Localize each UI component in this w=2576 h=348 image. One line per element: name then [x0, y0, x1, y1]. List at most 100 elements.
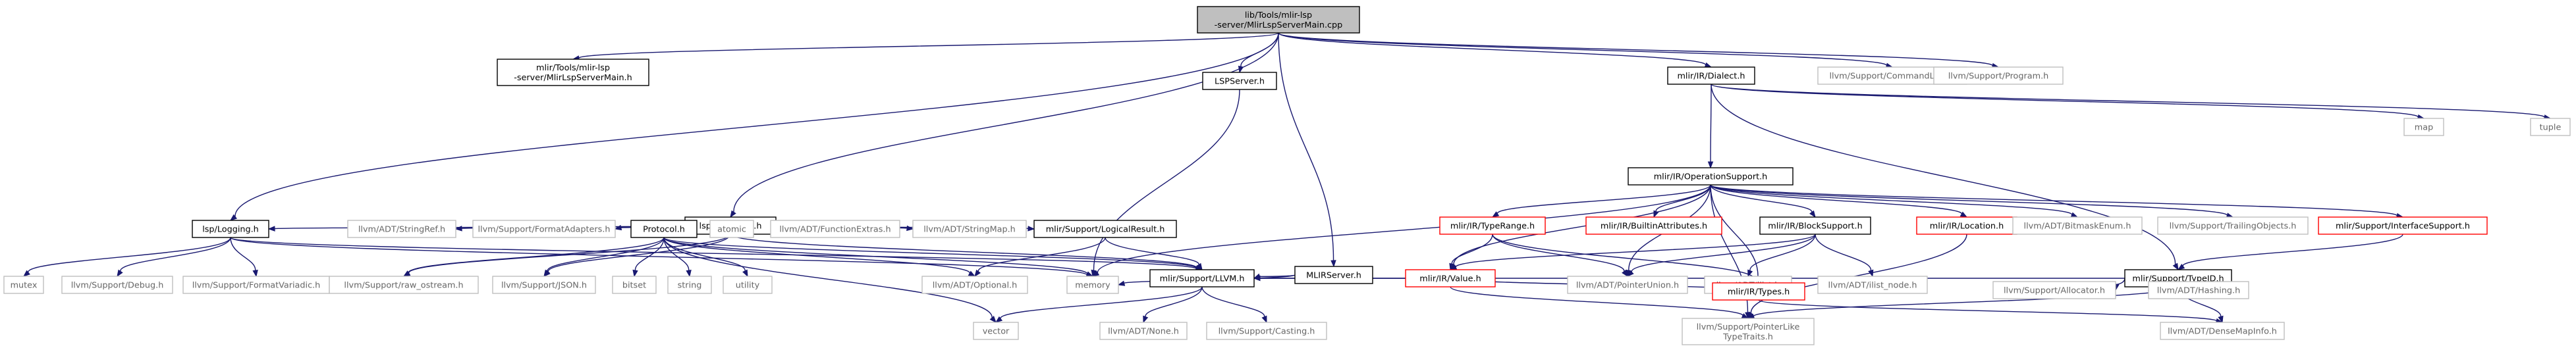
node-box: [61, 276, 173, 294]
node-utility: utility: [723, 276, 773, 294]
node-box: [1712, 282, 1805, 301]
node-label: mlir/IR/Dialect.h: [1677, 72, 1745, 82]
edge-root-to-program_h: [1278, 32, 2000, 69]
edge-transport_h-to-llvm_h: [730, 234, 1203, 270]
node-label: llvm/Support/Casting.h: [1219, 327, 1315, 337]
edge-root-to-mlsm_h: [572, 32, 1279, 61]
node-tuple: tuple: [2530, 118, 2571, 136]
node-box: [2157, 216, 2309, 235]
node-box: [1567, 276, 1688, 294]
node-box: [630, 220, 698, 238]
node-root[interactable]: lib/Tools/mlir-lsp-server/MlirLspServerM…: [1197, 6, 1360, 34]
node-stringref-h: llvm/ADT/StringRef.h: [347, 220, 456, 238]
edge-blocksupport_h-to-ilist_h: [1747, 234, 1816, 278]
node-logicalresult-h[interactable]: mlir/Support/LogicalResult.h: [1033, 220, 1177, 238]
node-box: [329, 276, 479, 294]
edge-opsupport_h-to-trailingobj_h: [1710, 184, 2234, 218]
edge-logging_h-to-mutex: [22, 237, 231, 277]
node-label: llvm/ADT/PointerUnion.h: [1576, 281, 1679, 291]
node-box: [612, 276, 657, 294]
node-vector: vector: [973, 322, 1019, 340]
node-label: llvm/ADT/StringMap.h: [923, 225, 1016, 235]
edge-llvm_h-to-casting_h: [1201, 286, 1267, 324]
node-label: tuple: [2540, 123, 2562, 133]
node-location-h[interactable]: mlir/IR/Location.h: [1916, 216, 2017, 235]
node-box: [2530, 118, 2571, 136]
node-logging-h[interactable]: lsp/Logging.h: [192, 220, 269, 238]
node-box: [1439, 216, 1546, 235]
node-box: [667, 276, 712, 294]
node-box: [2012, 216, 2143, 235]
node-value-h[interactable]: mlir/IR/Value.h: [1405, 269, 1496, 287]
node-label: map: [2415, 123, 2433, 133]
node-box: [1405, 269, 1496, 287]
node-string: string: [667, 276, 712, 294]
node-box: [182, 276, 330, 294]
node-label: llvm/ADT/Optional.h: [933, 281, 1017, 291]
node-mlsm-h[interactable]: mlir/Tools/mlir-lsp-server/MlirLspServer…: [497, 59, 649, 86]
edge-types_h-to-densemapinfo_h: [1758, 299, 2224, 324]
edge-protocol_h-to-rawostream_h: [402, 237, 665, 277]
node-label: llvm/ADT/BitmaskEnum.h: [2024, 222, 2131, 232]
node-ifacesupport-h[interactable]: mlir/Support/InterfaceSupport.h: [2318, 216, 2488, 235]
node-label: mlir/IR/Value.h: [1419, 274, 1481, 284]
node-label: mlir/IR/BuiltinAttributes.h: [1601, 222, 1707, 232]
node-typerange-h[interactable]: mlir/IR/TypeRange.h: [1439, 216, 1546, 235]
node-lspserver-h[interactable]: LSPServer.h: [1202, 72, 1277, 90]
node-box: [1033, 220, 1177, 238]
node-label: lib/Tools/mlir-lsp: [1245, 11, 1312, 20]
node-label: vector: [983, 327, 1010, 337]
node-box: [973, 322, 1019, 340]
node-box: [1149, 269, 1255, 287]
node-label: llvm/ADT/Hashing.h: [2157, 286, 2240, 296]
edges-layer: [22, 32, 2552, 324]
node-label: mlir/Tools/mlir-lsp: [536, 63, 610, 73]
node-optional-h: llvm/ADT/Optional.h: [921, 276, 1028, 294]
node-protocol-h[interactable]: Protocol.h: [630, 220, 698, 238]
node-box: [709, 220, 754, 238]
node-label: mutex: [11, 281, 38, 291]
node-box: [2403, 118, 2444, 136]
node-ptrunion-h: llvm/ADT/PointerUnion.h: [1567, 276, 1688, 294]
node-box: [1066, 276, 1119, 294]
node-label: MLIRServer.h: [1306, 271, 1361, 281]
edge-protocol_h-to-json_h: [543, 237, 665, 278]
node-llvm-h[interactable]: mlir/Support/LLVM.h: [1149, 269, 1255, 287]
node-opsupport-h[interactable]: mlir/IR/OperationSupport.h: [1628, 167, 1794, 186]
edge-dialect_h-to-typeid_h: [1711, 84, 2179, 271]
node-builtinattrs-h[interactable]: mlir/IR/BuiltinAttributes.h: [1585, 216, 1722, 235]
node-densemapinfo-h: llvm/ADT/DenseMapInfo.h: [2160, 322, 2285, 340]
node-mlirserver-h[interactable]: MLIRServer.h: [1294, 266, 1373, 284]
node-rawostream-h: llvm/Support/raw_ostream.h: [329, 276, 479, 294]
node-label: TypeTraits.h: [1722, 332, 1773, 342]
node-label: mlir/Support/InterfaceSupport.h: [2336, 222, 2470, 232]
node-box: [723, 276, 773, 294]
node-dialect-h[interactable]: mlir/IR/Dialect.h: [1667, 66, 1755, 85]
node-memory: memory: [1066, 276, 1119, 294]
node-label: lsp/Logging.h: [202, 225, 259, 235]
node-blocksupport-h[interactable]: mlir/IR/BlockSupport.h: [1759, 216, 1871, 235]
edge-root-to-cmdline_h: [1278, 32, 1894, 68]
node-box: [1202, 72, 1277, 90]
node-label: Protocol.h: [643, 225, 685, 235]
edge-dialect_h-to-opsupport_h: [1707, 84, 1714, 169]
node-box: [1197, 6, 1360, 34]
node-types-h[interactable]: mlir/IR/Types.h: [1712, 282, 1805, 301]
node-label: llvm/ADT/ilist_node.h: [1828, 281, 1917, 291]
node-label: llvm/Support/Debug.h: [71, 281, 164, 291]
node-label: mlir/IR/TypeRange.h: [1450, 222, 1535, 232]
edge-opsupport_h-to-location_h: [1710, 184, 1968, 218]
node-box: [1585, 216, 1722, 235]
edge-opsupport_h-to-blocksupport_h: [1710, 184, 1816, 218]
node-label: llvm/ADT/DenseMapInfo.h: [2168, 327, 2277, 337]
node-funcextras-h: llvm/ADT/FunctionExtras.h: [770, 220, 900, 238]
edge-typerange_h-to-ptrunion_h: [1492, 234, 1628, 278]
node-box: [1206, 322, 1327, 340]
edge-protocol_h-to-string: [663, 237, 692, 278]
node-label: mlir/Support/LogicalResult.h: [1046, 225, 1165, 235]
edge-root-to-dialect_h: [1278, 32, 1713, 68]
node-program-h: llvm/Support/Program.h: [1933, 66, 2064, 85]
node-box: [2148, 281, 2249, 299]
edge-logging_h-to-fmtvariadic_h: [230, 237, 258, 278]
